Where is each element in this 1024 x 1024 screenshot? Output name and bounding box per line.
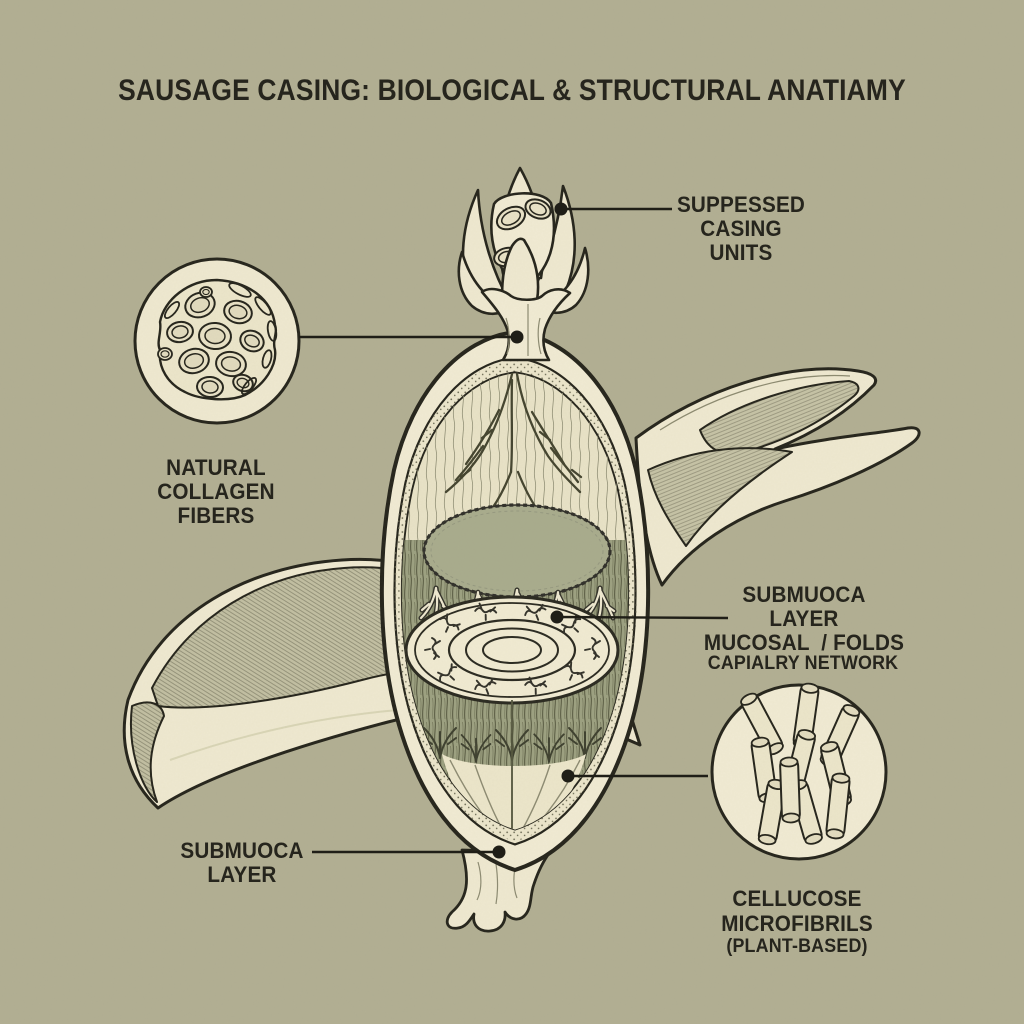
label-submucosa-layer-bottom: SUBMUOCA LAYER <box>180 838 304 887</box>
label-capillary-network: CAPIALRY NETWORK <box>707 653 899 674</box>
label-cellulose-microfibrils: CELLUCOSE MICROFIBRILS <box>721 886 873 936</box>
label-submucosa-mucosal-folds: SUBMUOCA LAYER MUCOSAL / FOLDS <box>703 582 905 655</box>
diagram-title: SAUSAGE CASING: BIOLOGICAL & STRUCTURAL … <box>118 74 906 107</box>
label-plant-based: (PLANT-BASED) <box>726 936 868 957</box>
label-suppressed-casing-units: SUPPESSED CASING UNITS <box>676 192 806 265</box>
leader-lines <box>299 202 729 859</box>
label-natural-collagen-fibers: NATURAL COLLAGEN FIBERS <box>157 455 275 528</box>
